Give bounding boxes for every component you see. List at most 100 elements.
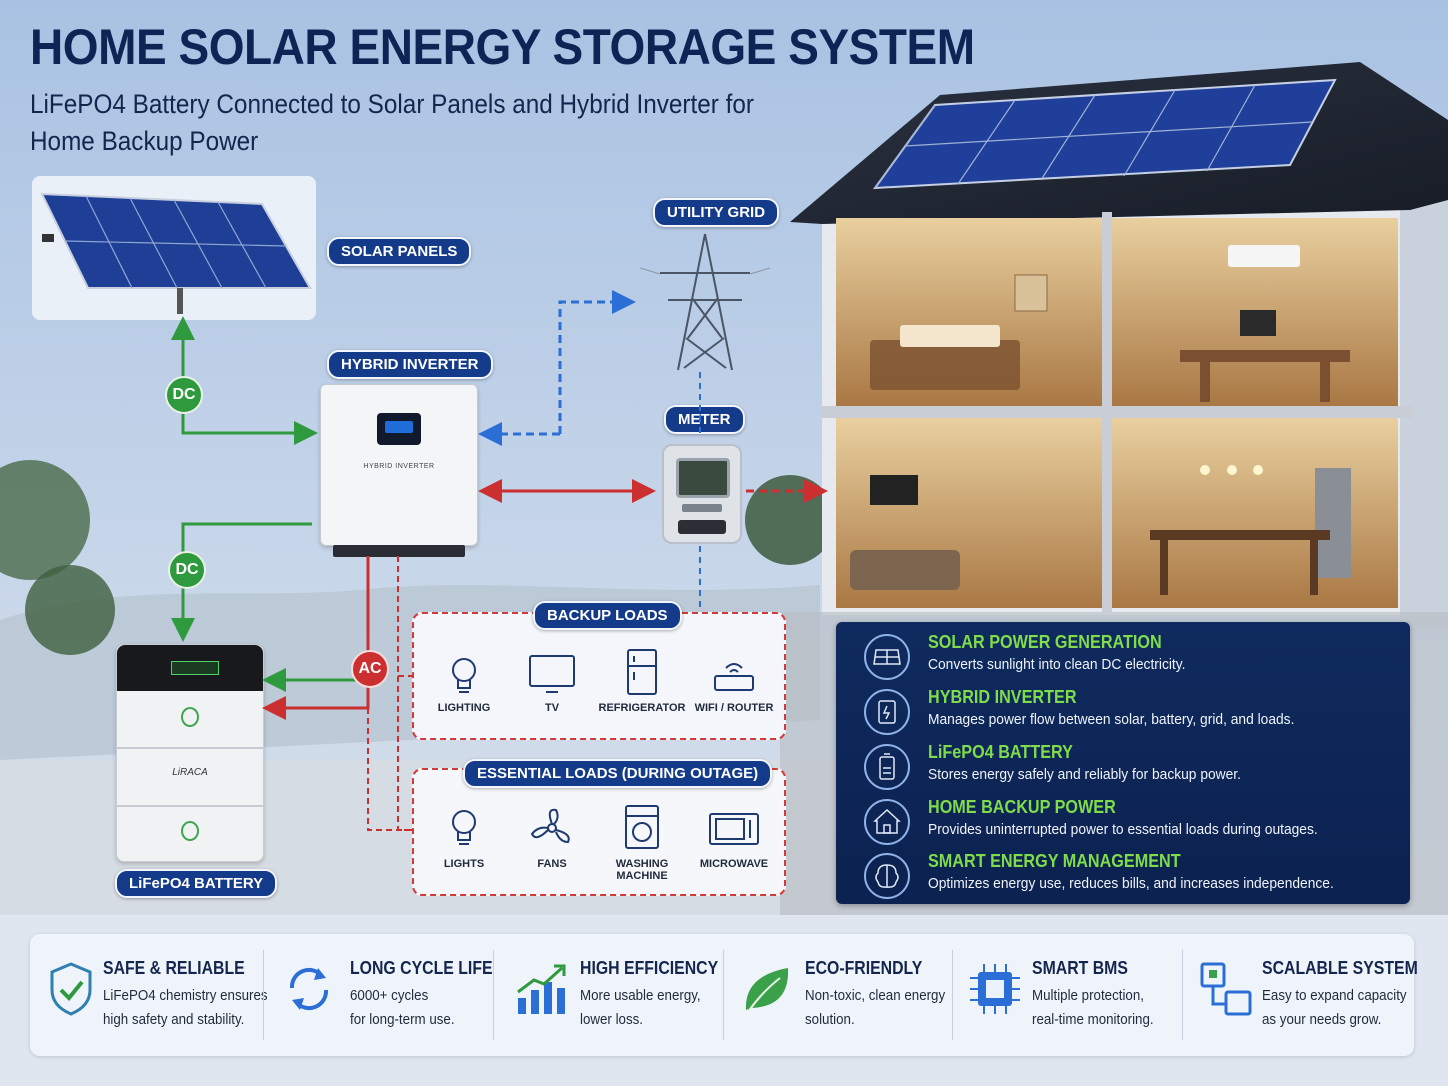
chip-icon [970,964,1020,1014]
load-label: FANS [537,858,567,870]
meter-label: METER [664,405,745,434]
growth-chart-icon [517,964,566,1014]
feature-divider [493,950,494,1040]
hybrid-inverter-label: HYBRID INVERTER [327,350,493,379]
page-subtitle: LiFePO4 Battery Connected to Solar Panel… [30,89,754,156]
features-footer: SAFE & RELIABLE LiFePO4 chemistry ensure… [30,934,1418,1056]
info-desc: Provides uninterrupted power to essentia… [928,821,1318,838]
info-title: HYBRID INVERTER [928,687,1077,707]
feature-item: SAFE & RELIABLE LiFePO4 chemistry ensure… [46,934,268,1056]
feature-title: SCALABLE SYSTEM [1262,958,1418,978]
load-label: MICROWAVE [699,858,769,870]
essential-loads-title: ESSENTIAL LOADS (DURING OUTAGE) [463,759,773,788]
brain-chip-icon [864,853,910,899]
feature-title: LONG CYCLE LIFE [350,958,493,978]
load-item: LIGHTING [414,652,514,714]
router-icon [714,663,754,691]
hybrid-inverter-device: HYBRID INVERTER [320,384,478,557]
load-item: WASHING MACHINE [592,804,692,882]
battery-icon [864,744,910,790]
feature-item: SMART BMS Multiple protection,real-time … [966,934,1176,1056]
inverter-screen [377,413,421,445]
info-title: LiFePO4 BATTERY [928,742,1073,762]
load-label: LIGHTING [437,702,491,714]
ac-badge: AC [351,650,389,688]
load-item: FANS [502,804,602,870]
load-label: WASHING MACHINE [615,858,669,882]
info-desc: Converts sunlight into clean DC electric… [928,656,1186,673]
load-item: REFRIGERATOR [592,648,692,714]
utility-grid-label: UTILITY GRID [653,198,780,227]
backup-loads-box: LIGHTING TV REFRIGERATOR WIFI / ROUTER [412,612,786,740]
load-label: WIFI / ROUTER [694,702,774,714]
tv-icon [529,655,575,693]
feature-desc: Multiple protection,real-time monitoring… [1032,988,1154,1028]
load-item: TV [502,652,602,714]
load-label: LIGHTS [443,858,485,870]
load-label: REFRIGERATOR [598,702,686,714]
battery-logo: LiRACA [172,767,208,778]
inverter-icon [864,689,910,735]
info-panel: SOLAR POWER GENERATION Converts sunlight… [836,622,1410,904]
dc-badge-top: DC [165,376,203,414]
cycle-arrows-icon [289,967,329,1011]
feature-divider [263,950,264,1040]
dc-badge-bottom: DC [168,551,206,589]
power-tower-icon [640,233,770,371]
solar-panel-icon [864,634,910,680]
info-row: LiFePO4 BATTERY Stores energy safely and… [864,742,1404,792]
feature-divider [723,950,724,1040]
fridge-icon [627,649,657,695]
solar-panels-label: SOLAR PANELS [327,237,472,266]
leaf-icon [745,968,789,1013]
inverter-ports [333,545,465,557]
fan-icon [530,808,570,844]
bulb-icon [452,810,476,845]
info-title: SMART ENERGY MANAGEMENT [928,851,1181,871]
scale-blocks-icon [1200,962,1252,1016]
battery-label: LiFePO4 BATTERY [115,869,278,898]
feature-title: ECO-FRIENDLY [805,958,923,978]
feature-item: HIGH EFFICIENCY More usable energy,lower… [514,934,724,1056]
meter-device [662,444,742,544]
load-label: TV [544,702,560,714]
bulb-icon [452,658,476,693]
feature-title: SMART BMS [1032,958,1128,978]
house-icon [864,799,910,845]
solar-panel-icon [40,192,312,314]
load-item: WIFI / ROUTER [684,652,784,714]
info-desc: Stores energy safely and reliably for ba… [928,766,1241,783]
feature-divider [952,950,953,1040]
inverter-body-text: HYBRID INVERTER [363,463,435,470]
info-desc: Optimizes energy use, reduces bills, and… [928,875,1334,892]
info-row: HYBRID INVERTER Manages power flow betwe… [864,687,1404,737]
load-item: LIGHTS [414,804,514,870]
feature-title: HIGH EFFICIENCY [580,958,719,978]
essential-loads-box: LIGHTS FANS WASHING MACHINE MICROWAVE [412,768,786,896]
battery-device: LiRACA [116,644,264,862]
microwave-icon [709,813,759,845]
info-row: SMART ENERGY MANAGEMENT Optimizes energy… [864,851,1404,901]
feature-title: SAFE & RELIABLE [103,958,245,978]
shield-check-icon [50,962,92,1016]
info-title: HOME BACKUP POWER [928,797,1116,817]
info-row: SOLAR POWER GENERATION Converts sunlight… [864,632,1404,682]
page-title: HOME SOLAR ENERGY STORAGE SYSTEM [30,19,975,75]
solar-panel-card [32,176,316,320]
feature-desc: More usable energy,lower loss. [580,988,701,1028]
load-item: MICROWAVE [684,808,784,870]
washer-icon [625,805,659,849]
info-row: HOME BACKUP POWER Provides uninterrupted… [864,797,1404,847]
backup-loads-title: BACKUP LOADS [533,601,682,630]
info-title: SOLAR POWER GENERATION [928,632,1162,652]
info-desc: Manages power flow between solar, batter… [928,711,1295,728]
